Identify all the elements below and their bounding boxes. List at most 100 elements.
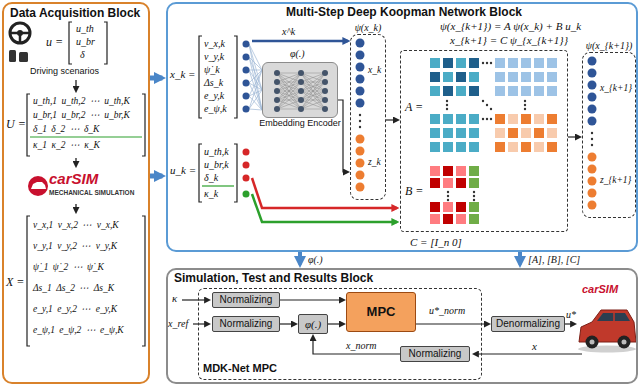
- matrix-cell: [430, 128, 440, 138]
- matrix-bracket: [27, 216, 145, 346]
- vector-entry: δ_k: [204, 172, 218, 184]
- car-wheel: [618, 336, 631, 349]
- logo-subtext: MECHANICAL SIMULATION: [49, 189, 134, 196]
- network-link: [301, 82, 325, 109]
- vector-bracket: [69, 22, 107, 64]
- ellipsis-dot: [482, 100, 484, 102]
- state-dot: [243, 54, 250, 61]
- process-box: Normalizing: [212, 292, 280, 308]
- network-link: [277, 73, 301, 91]
- network-link: [301, 73, 325, 100]
- input-dot: [243, 191, 250, 198]
- neuron: [322, 97, 328, 103]
- network-link: [277, 82, 301, 109]
- matrix-row: Δs_1 Δs_2 ⋯ Δs_K: [33, 283, 114, 294]
- matrix-cell: [469, 214, 479, 224]
- matrix-row: κ_1 κ_2 ⋯ κ_K: [33, 140, 100, 151]
- matrix-cell: [456, 128, 466, 138]
- car-hub: [590, 340, 595, 345]
- matrix-cell: [508, 72, 518, 82]
- matrix-cell: [495, 58, 505, 68]
- logo-car: [31, 182, 46, 189]
- column-heading: ψ(x_{k+1}): [586, 40, 633, 52]
- neuron: [274, 106, 280, 112]
- connector: [338, 100, 348, 172]
- car-hub: [622, 340, 627, 345]
- network-link: [277, 82, 301, 109]
- matrix-separator: [30, 136, 142, 137]
- lifted-dot: [356, 183, 365, 192]
- connector: [280, 299, 344, 300]
- network-link: [301, 100, 325, 109]
- neuron: [322, 106, 328, 112]
- neuron: [274, 79, 280, 85]
- car-wheel: [586, 336, 599, 349]
- matrix-cell: [430, 178, 440, 188]
- vector-entry: u_br: [76, 36, 95, 48]
- network-link: [301, 82, 325, 109]
- matrix-cell: [508, 86, 518, 96]
- matrix-cell: [547, 58, 557, 68]
- matrix-cell: [456, 72, 466, 82]
- signal-label: x: [532, 340, 537, 353]
- state-dot: [588, 57, 597, 66]
- controller-box: MPC: [346, 292, 416, 332]
- matrix-bracket: [27, 94, 145, 156]
- column-drawing: [351, 35, 399, 201]
- matrix-cell: [456, 114, 466, 124]
- vector-name: u_k =: [170, 164, 196, 177]
- ellipsis-dot: [482, 118, 484, 120]
- wheel-hub: [17, 30, 23, 36]
- vector-entry: v_y,k: [204, 51, 224, 63]
- wire: [249, 70, 262, 71]
- neuron: [322, 70, 328, 76]
- logo-disc: [28, 176, 48, 196]
- pedal: [9, 50, 16, 62]
- matrix-cell: [443, 114, 453, 124]
- car-pillar: [613, 313, 615, 321]
- matrix-cell: [521, 114, 531, 124]
- steering-wheel-icon: [10, 23, 30, 43]
- matrix-group: A =B =: [400, 50, 568, 232]
- state-dot: [356, 75, 365, 84]
- ellipsis-dot: [359, 120, 361, 122]
- ellipsis-dot: [446, 104, 448, 106]
- matrix-cell: [443, 58, 453, 68]
- wire: [249, 70, 262, 109]
- ellipsis-dot: [473, 191, 475, 193]
- ellipsis-dot: [524, 100, 526, 102]
- signal-label: u*: [566, 309, 576, 321]
- input-dot: [243, 175, 250, 182]
- input-arrow: [252, 178, 397, 208]
- ellipsis-dot: [482, 62, 484, 64]
- pedal: [19, 52, 28, 62]
- ellipsis-dot: [591, 132, 593, 134]
- matrix-cell: [547, 142, 557, 152]
- ellipsis-dot: [473, 195, 475, 197]
- wire: [249, 70, 262, 96]
- ellipsis-dot: [490, 62, 492, 64]
- lifted-dot: [588, 201, 597, 210]
- edge-label: φ(.): [307, 254, 324, 265]
- matrix-cell: [469, 72, 479, 82]
- matrix-cell: [469, 128, 479, 138]
- neuron: [298, 70, 304, 76]
- ellipsis-dot: [446, 100, 448, 102]
- connector: [313, 336, 400, 354]
- vector-dots: [243, 41, 250, 198]
- lifted-dot: [588, 153, 597, 162]
- matrix-cell: [430, 214, 440, 224]
- ellipsis-dot: [591, 144, 593, 146]
- panel-title: Multi-Step Deep Koopman Network Block: [286, 6, 522, 20]
- matrix-cell: [469, 114, 479, 124]
- network-link: [277, 91, 301, 109]
- lifted-label: z_{k+1}: [600, 175, 631, 186]
- matrix-row: u_br,1 u_br,2 ⋯ u_br,K: [33, 110, 130, 121]
- matrix-cell: [456, 214, 466, 224]
- connector: [568, 136, 580, 137]
- matrix-cell: [547, 114, 557, 124]
- group-label: MDK-Net MPC: [203, 362, 277, 375]
- matrix-cell: [521, 86, 531, 96]
